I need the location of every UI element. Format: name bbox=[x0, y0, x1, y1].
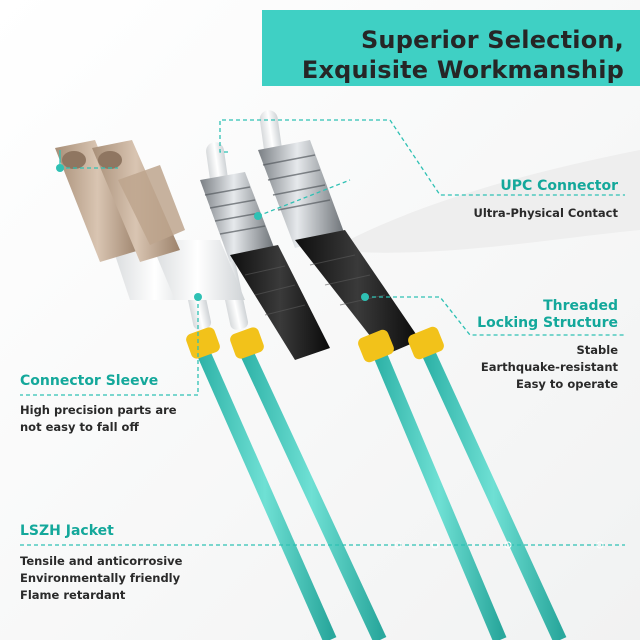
callout-line-upc bbox=[219, 119, 625, 196]
connector-sleeve-title: Connector Sleeve bbox=[20, 373, 159, 389]
connector-sleeve-desc-2: not easy to fall off bbox=[20, 420, 139, 434]
background-swoosh bbox=[330, 150, 640, 253]
cable-st-1 bbox=[371, 347, 507, 643]
threaded-desc-3: Easy to operate bbox=[515, 377, 618, 391]
threaded-title-1: Threaded bbox=[543, 298, 618, 314]
cables bbox=[193, 342, 567, 643]
threaded-desc-1: Stable bbox=[576, 343, 618, 357]
title-line-1: Superior Selection, bbox=[360, 26, 624, 54]
lszh-jacket-desc-1: Tensile and anticorrosive bbox=[20, 554, 183, 568]
title-line-2: Exquisite Workmanship bbox=[301, 56, 624, 84]
threaded-title-2: Locking Structure bbox=[477, 315, 618, 331]
callout-lines bbox=[20, 119, 625, 546]
callout-line-upc-2 bbox=[257, 179, 351, 217]
callout-line-threaded bbox=[365, 296, 625, 336]
lszh-jacket-desc-2: Environmentally friendly bbox=[20, 571, 181, 585]
title-banner: Superior Selection, Exquisite Workmanshi… bbox=[262, 10, 640, 86]
lszh-jacket-desc-3: Flame retardant bbox=[20, 588, 126, 602]
lszh-jacket-title: LSZH Jacket bbox=[20, 523, 114, 539]
callout-line-sleeve bbox=[20, 297, 199, 396]
upc-connector-title: UPC Connector bbox=[500, 178, 618, 194]
lc-connector bbox=[55, 140, 249, 330]
cable-st-2 bbox=[420, 347, 567, 643]
callout-line-lc bbox=[59, 150, 118, 169]
st-connector bbox=[200, 110, 420, 360]
callout-dots bbox=[56, 164, 604, 549]
threaded-desc-2: Earthquake-resistant bbox=[480, 360, 618, 374]
cable-lc-1 bbox=[193, 342, 337, 643]
cable-clips bbox=[186, 326, 444, 363]
cable-lc-2 bbox=[236, 342, 387, 643]
connector-sleeve-desc-1: High precision parts are bbox=[20, 403, 177, 417]
upc-connector-desc: Ultra-Physical Contact bbox=[473, 206, 618, 220]
